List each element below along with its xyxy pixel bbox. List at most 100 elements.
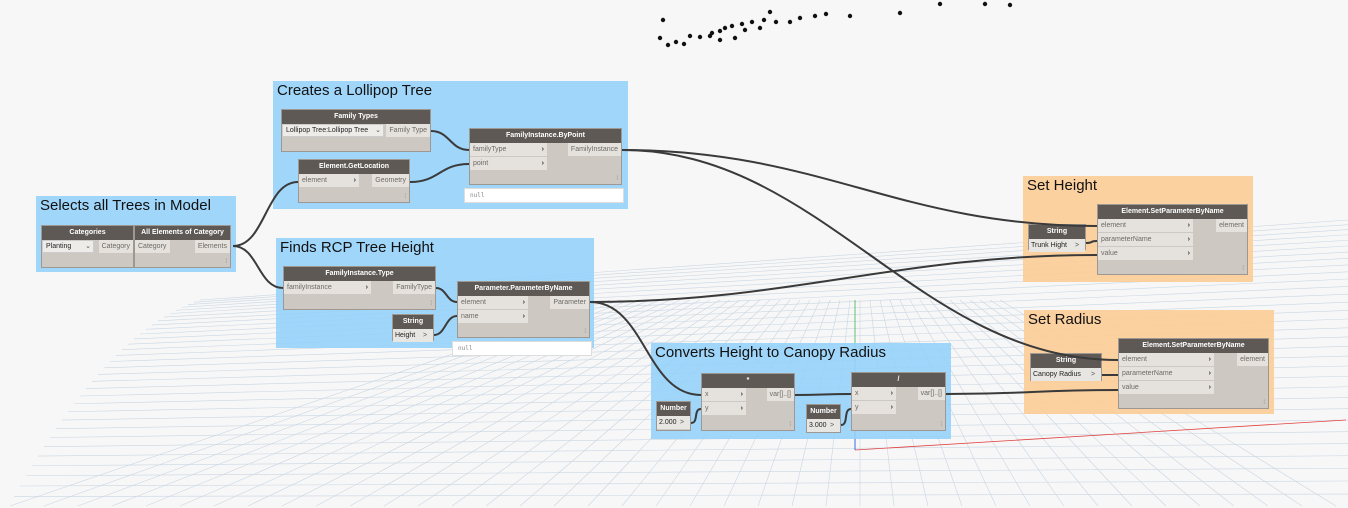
input-port-y[interactable]: y› [852, 401, 896, 414]
output-port-Elements[interactable]: Elements [194, 240, 230, 253]
node-title[interactable]: Family Types [282, 110, 430, 124]
node-title[interactable]: Categories [42, 226, 133, 240]
input-port-value[interactable]: value › [1098, 247, 1193, 260]
value-field[interactable]: Height [393, 329, 421, 342]
geometry-point [717, 28, 723, 34]
input-port-x[interactable]: x› [852, 387, 896, 400]
node-title[interactable]: String [393, 315, 433, 329]
input-port-familyType[interactable]: familyType› [470, 143, 547, 156]
dropdown-select[interactable]: Lollipop Tree:Lollipop Tree⌄ [282, 124, 384, 137]
output-port-var[]..[][interactable]: var[]..[] [917, 387, 945, 400]
output-port[interactable]: > [828, 419, 840, 432]
output-port[interactable]: > [1089, 368, 1101, 381]
geometry-point [742, 27, 748, 33]
dropdown-value: Lollipop Tree:Lollipop Tree [286, 127, 369, 134]
node-title[interactable]: FamilyInstance.Type [284, 267, 435, 281]
dropdown-select[interactable]: Planting⌄ [42, 240, 94, 253]
input-port-Category[interactable]: Category [135, 240, 170, 253]
geometry-point [722, 25, 728, 31]
output-port[interactable]: > [1073, 239, 1085, 252]
output-port-Parameter[interactable]: Parameter [550, 296, 589, 309]
input-port-point[interactable]: point› [470, 157, 547, 170]
value-field[interactable]: 2.000 [657, 416, 678, 429]
resize-grip-icon[interactable]: ⁞ [1242, 266, 1244, 272]
group-title: Selects all Trees in Model [40, 197, 211, 214]
output-port-var[]..[][interactable]: var[]..[] [766, 388, 794, 401]
group-title: Set Height [1027, 177, 1098, 194]
resize-grip-icon[interactable]: ⁞ [940, 422, 942, 428]
output-port-element[interactable]: element [1237, 353, 1268, 366]
output-port-Family Type[interactable]: Family Type [386, 124, 430, 137]
node-title[interactable]: * [702, 374, 794, 388]
resize-grip-icon[interactable]: ⁞ [789, 422, 791, 428]
group-title: Finds RCP Tree Height [280, 239, 434, 256]
geometry-point [732, 35, 738, 41]
port-label: value [1122, 384, 1139, 391]
resize-grip-icon[interactable]: ⁞ [430, 301, 432, 307]
geometry-point [673, 39, 679, 45]
output-port-FamilyType[interactable]: FamilyType [393, 281, 435, 294]
input-port-y[interactable]: y› [702, 402, 746, 415]
value-field[interactable]: Canopy Radius [1031, 368, 1089, 381]
node-title[interactable]: Number [807, 405, 840, 419]
output-port[interactable]: > [421, 329, 433, 342]
input-port-element[interactable]: element› [458, 296, 528, 309]
node-title[interactable]: String [1029, 225, 1085, 239]
resize-grip-icon[interactable]: ⁞ [225, 259, 227, 265]
port-label: value [1101, 250, 1118, 257]
node-title[interactable]: Element.SetParameterByName [1098, 205, 1247, 219]
chevron-right-icon: › [1187, 236, 1190, 243]
geometry-point [697, 34, 703, 40]
input-port-element[interactable]: element› [1098, 219, 1193, 232]
node-title[interactable]: Element.SetParameterByName [1119, 339, 1268, 353]
node-title[interactable]: All Elements of Category [135, 226, 230, 240]
output-port-FamilyInstance[interactable]: FamilyInstance [567, 143, 621, 156]
output-port[interactable]: > [678, 416, 690, 429]
resize-grip-icon[interactable]: ⁞ [584, 329, 586, 335]
node-title[interactable]: / [852, 373, 945, 387]
input-port-name[interactable]: name› [458, 310, 528, 323]
resize-grip-icon[interactable]: ⁞ [1263, 400, 1265, 406]
node-mult[interactable]: *x›y› var[]..[] ⁞ [701, 373, 795, 431]
node-title[interactable]: Number [657, 402, 690, 416]
input-port-x[interactable]: x› [702, 388, 746, 401]
value-field[interactable]: Trunk Hight [1029, 239, 1073, 252]
geometry-point [687, 33, 693, 39]
input-port-element[interactable]: element› [1119, 353, 1214, 366]
node-title[interactable]: FamilyInstance.ByPoint [470, 129, 621, 143]
geometry-point [757, 25, 763, 31]
node-title[interactable]: Parameter.ParameterByName [458, 282, 589, 296]
node-div[interactable]: /x›y› var[]..[] ⁞ [851, 372, 946, 431]
node-title[interactable]: Element.GetLocation [299, 160, 409, 174]
output-port-Geometry[interactable]: Geometry [372, 174, 409, 187]
input-port-familyInstance[interactable]: familyInstance› [284, 281, 371, 294]
output-port-element[interactable]: element [1216, 219, 1247, 232]
input-port-value[interactable]: value› [1119, 381, 1214, 394]
port-label: x [705, 391, 709, 398]
geometry-point [749, 19, 755, 25]
output-port-Category[interactable]: Category [98, 240, 133, 253]
resize-grip-icon[interactable]: ⁞ [404, 194, 406, 200]
chevron-right-icon: › [1187, 250, 1190, 257]
resize-grip-icon[interactable]: ⁞ [616, 176, 618, 182]
node-title[interactable]: String [1031, 354, 1101, 368]
geometry-point [717, 37, 723, 43]
value-field[interactable]: 3.000 [807, 419, 828, 432]
input-port-element[interactable]: element› [299, 174, 359, 187]
input-port-parameterName[interactable]: parameterName› [1098, 233, 1193, 246]
input-port-parameterName[interactable]: parameterName› [1119, 367, 1214, 380]
